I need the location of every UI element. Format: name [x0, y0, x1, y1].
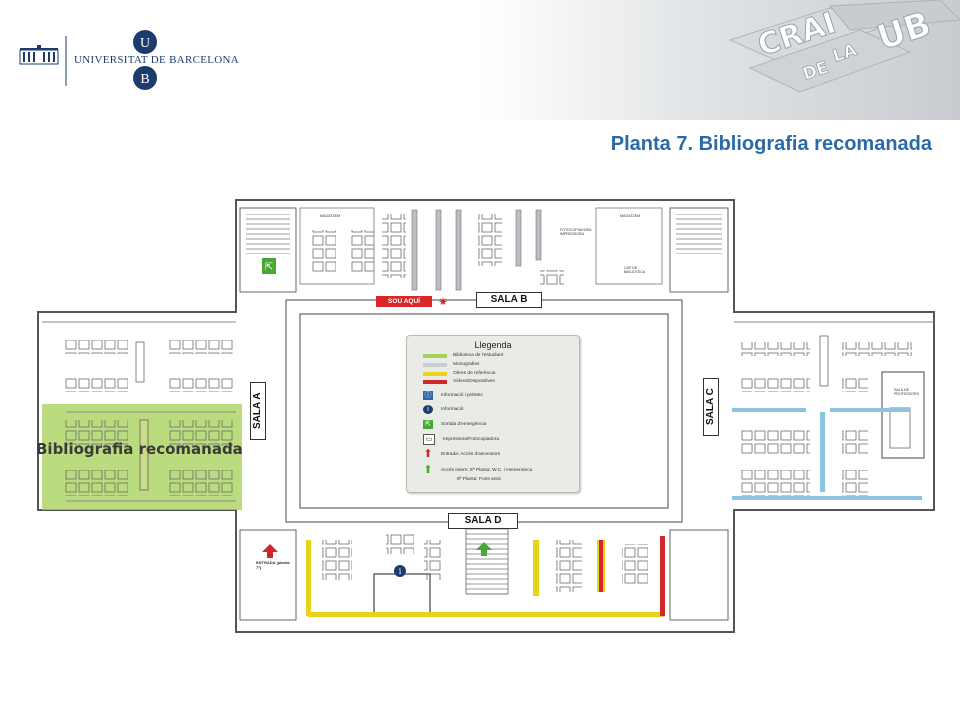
printer-icon: ▭ [423, 434, 435, 445]
logo-letter-b: B [140, 72, 149, 87]
sala-a-desks [64, 340, 234, 496]
emergency-exit-icon: ⇱ [423, 420, 433, 429]
legend-label: Monografies [453, 362, 480, 367]
sala-c-label: SALA C [703, 378, 719, 436]
legend-item-fons-antic: 8ª Planta: Fons antic [457, 477, 501, 482]
logo-circle-b [133, 66, 157, 90]
crai-de-la-ub-logo: CRAI DE LA UB [728, 0, 960, 93]
sala-b-label: SALA B [476, 292, 542, 308]
legend-item-videos: Vídeos/Dispositives [423, 379, 495, 384]
highlight-label: Bibliografia recomanada [36, 440, 243, 458]
logo-letter-u: U [140, 36, 150, 51]
university-name: UNIVERSITAT DE BARCELONA [74, 54, 240, 66]
legend-item-internal-access: ⬆ Accés intern: 6ª Planta: W.C. i Hemerot… [423, 464, 533, 476]
legend-item-entrance: ⬆ Entrada: Accés d'ascensors [423, 448, 501, 460]
legend-title: Llegenda [474, 340, 512, 350]
cap-biblioteca-label: CAP DE BIBLIOTECA [624, 266, 646, 274]
building-walls [37, 199, 935, 633]
info-icon: i [423, 405, 433, 414]
logo-circle-u [133, 30, 157, 54]
legend-label: Informació [441, 407, 464, 412]
info-loan-icon: ⓘ [423, 391, 433, 400]
emergency-exit-icon: ⇱ [262, 258, 276, 274]
internal-access-arrow-icon [476, 542, 492, 556]
you-are-here-star-icon: ✷ [438, 295, 448, 309]
you-are-here-tag: SOU AQUÍ [376, 296, 432, 307]
svg-text:⇱: ⇱ [265, 262, 273, 273]
sala-c-desks [740, 335, 925, 496]
legend-item-printer: ▭ Impressora/Fotocopiadora [423, 434, 499, 445]
videos-swatch [423, 379, 447, 384]
reference-swatch [423, 371, 447, 376]
legend-label: 8ª Planta: Fons antic [457, 477, 502, 482]
sala-b-area [239, 207, 729, 293]
magatzem-label-1: MAGATZEM [320, 214, 341, 218]
university-building-icon [19, 45, 59, 65]
sala-c-blue-shelves [732, 408, 922, 500]
header: U B UNIVERSITAT DE BARCELONA CRAI DE LA … [0, 0, 960, 120]
floor-plan: ⇱ ✷ i [37, 199, 935, 633]
svg-text:i: i [399, 567, 402, 576]
entrance-arrow-icon [262, 544, 278, 558]
fotocopiadora-label: FOTOCOPIADORA IMPRESSORA [560, 228, 592, 236]
green-arrow-icon: ⬆ [423, 464, 433, 476]
legend-item-emergency-exit: ⇱ Sortida d'emergència [423, 420, 486, 429]
legend-label: Obres de referència [453, 371, 496, 376]
sala-a-shelf-lines [42, 321, 236, 502]
legend-label: Impressora/Fotocopiadora [443, 437, 499, 442]
legend-label: Biblioteca de l'estudiant [453, 353, 504, 358]
sala-professors-label: SALA DE PROFESSORS [894, 388, 919, 396]
legend-label: Informació i préstec [441, 393, 483, 398]
legend-item-student-library: Biblioteca de l'estudiant [423, 353, 503, 358]
legend-panel: Llegenda Biblioteca de l'estudiant Monog… [406, 335, 580, 493]
information-point-icon: i [394, 565, 406, 577]
legend-label: Sortida d'emergència [441, 422, 487, 427]
legend-item-monografies: Monografies [423, 362, 479, 367]
magatzem-label-2: MAGATZEM [620, 214, 641, 218]
legend-item-info-loan: ⓘ Informació i préstec [423, 391, 483, 400]
sala-d-area [239, 527, 729, 621]
svg-text:✷: ✷ [438, 295, 448, 309]
page-title: Planta 7. Bibliografia recomanada [610, 133, 932, 155]
monografies-swatch [423, 362, 447, 367]
legend-item-info: i Informació [423, 405, 463, 414]
sala-a-label: SALA A [250, 382, 266, 440]
student-library-swatch [423, 353, 447, 358]
red-arrow-icon: ⬆ [423, 448, 433, 460]
ub-logo: U B [19, 30, 157, 90]
legend-label: Entrada: Accés d'ascensors [441, 452, 501, 457]
legend-label: Accés intern: 6ª Planta: W.C. i Hemerote… [441, 468, 533, 473]
entrada-label: ENTRADA (planta 7ª) [256, 560, 290, 570]
legend-label: Vídeos/Dispositives [453, 379, 495, 384]
legend-item-reference: Obres de referència [423, 371, 495, 376]
sala-d-label: SALA D [448, 513, 518, 529]
